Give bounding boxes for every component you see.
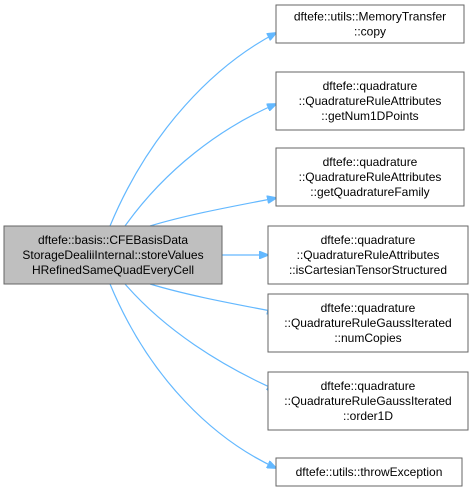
edge-to-getnum1dpoints xyxy=(124,104,276,227)
node-label-line: ::QuadratureRuleAttributes xyxy=(299,170,442,184)
node-getnum1dpoints[interactable]: dftefe::quadrature::QuadratureRuleAttrib… xyxy=(275,71,465,131)
node-label-line: ::QuadratureRuleGaussIterated xyxy=(284,316,451,330)
node-box[interactable] xyxy=(275,147,465,207)
node-label-line: ::QuadratureRuleAttributes xyxy=(299,94,442,108)
node-box[interactable] xyxy=(275,71,465,131)
node-label-line: ::QuadratureRuleAttributes xyxy=(297,248,440,262)
node-throwexception[interactable]: dftefe::utils::throwException xyxy=(275,457,463,487)
node-order1d[interactable]: dftefe::quadrature::QuadratureRuleGaussI… xyxy=(267,371,469,431)
node-box[interactable] xyxy=(267,225,469,285)
edge-to-throwexception xyxy=(109,283,276,468)
node-memorytransfer-copy[interactable]: dftefe::utils::MemoryTransfer::copy xyxy=(275,4,465,44)
node-label-line: dftefe::utils::throwException xyxy=(296,465,443,479)
edge-to-order1d xyxy=(124,283,276,390)
edges xyxy=(109,33,276,468)
node-label-line: ::getNum1DPoints xyxy=(321,109,418,123)
node-label-line: ::QuadratureRuleGaussIterated xyxy=(284,394,451,408)
edge-to-numcopies xyxy=(149,283,276,312)
node-label-line: dftefe::quadrature xyxy=(321,233,416,247)
node-label-line: dftefe::utils::MemoryTransfer xyxy=(294,10,446,24)
node-label-line: dftefe::quadrature xyxy=(321,379,416,393)
node-label-line: ::order1D xyxy=(343,409,393,423)
node-box[interactable] xyxy=(267,371,469,431)
node-label-line: dftefe::quadrature xyxy=(321,301,416,315)
node-label-line: dftefe::quadrature xyxy=(323,79,418,93)
node-label-line: StorageDealiiInternal::storeValues xyxy=(22,248,203,262)
node-label-line: HRefinedSameQuadEveryCell xyxy=(32,263,194,277)
node-label-line: ::getQuadratureFamily xyxy=(310,185,429,199)
edge-to-memorytransfer-copy xyxy=(109,33,276,227)
node-getquadraturefamily[interactable]: dftefe::quadrature::QuadratureRuleAttrib… xyxy=(275,147,465,207)
node-label-line: dftefe::quadrature xyxy=(323,155,418,169)
node-box[interactable] xyxy=(275,4,465,44)
node-label-line: ::isCartesianTensorStructured xyxy=(289,263,447,277)
node-box[interactable] xyxy=(267,293,469,353)
node-label-line: ::copy xyxy=(354,25,386,39)
node-box[interactable] xyxy=(275,457,463,487)
node-label-line: dftefe::basis::CFEBasisData xyxy=(38,233,188,247)
node-label-line: ::numCopies xyxy=(334,331,401,345)
edge-to-getquadraturefamily xyxy=(149,198,276,227)
node-box[interactable] xyxy=(3,225,223,285)
node-numcopies[interactable]: dftefe::quadrature::QuadratureRuleGaussI… xyxy=(267,293,469,353)
node-iscartesiantensorstructured[interactable]: dftefe::quadrature::QuadratureRuleAttrib… xyxy=(267,225,469,285)
node-root[interactable]: dftefe::basis::CFEBasisDataStorageDealii… xyxy=(3,225,223,285)
nodes: dftefe::basis::CFEBasisDataStorageDealii… xyxy=(3,4,469,487)
